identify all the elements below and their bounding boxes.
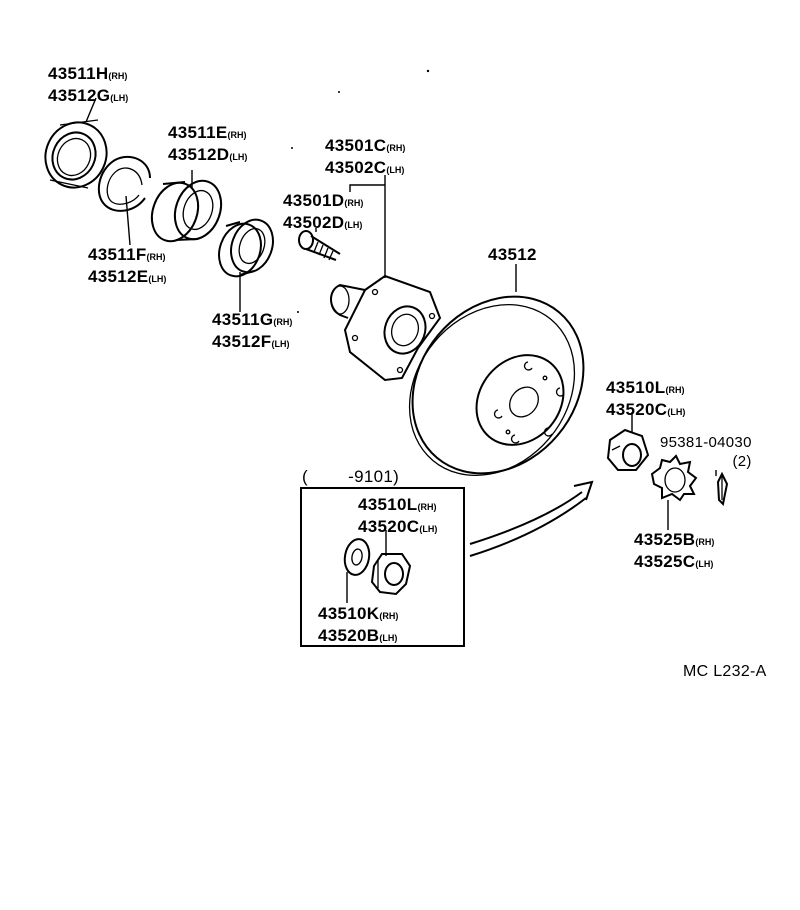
label-cotter-pin: 95381-04030 (2) [660,433,752,471]
part-number-rh: 43511F [88,245,147,264]
inset-box [300,487,465,647]
part-number-lh: 43525C [634,552,696,571]
hub-bolt [298,230,341,261]
lh-marker: (LH) [419,524,438,534]
label-nut-lock-cap: 43525B(RH) 43525C(LH) [634,530,714,574]
oil-seal [44,119,108,189]
outer-bearing [150,179,223,243]
label-axle-hub: 43501C(RH) 43502C(LH) [325,136,405,180]
inset-nut [370,553,412,596]
label-hub-bolt: 43501D(RH) 43502D(LH) [283,191,363,235]
inset-title: ( -9101) [302,467,400,486]
snap-ring [97,155,151,212]
lh-marker: (LH) [386,165,405,175]
lh-marker: (LH) [695,559,714,569]
part-number-rh: 43510K [318,604,380,623]
inner-bearing [218,218,274,278]
hub-nut [606,428,650,471]
label-snap-ring: 43511F(RH) 43512E(LH) [88,245,166,289]
label-hub-nut: 43510L(RH) 43520C(LH) [606,378,685,422]
part-number: 95381-04030 [660,434,752,451]
part-number-lh: 43520B [318,626,380,645]
rh-marker: (RH) [386,143,406,153]
lh-marker: (LH) [667,407,686,417]
rh-marker: (RH) [417,502,437,512]
part-number-lh: 43512F [212,332,272,351]
part-number-lh: 43502C [325,158,387,177]
label-inset-washer: 43510K(RH) 43520B(LH) [318,604,398,648]
part-number-rh: 43511H [48,64,109,83]
part-number-rh: 43501C [325,136,387,155]
rh-marker: (RH) [344,198,364,208]
lh-marker: (LH) [344,220,363,230]
part-number: 43512 [488,245,537,264]
part-number-lh: 43520C [606,400,668,419]
rh-marker: (RH) [273,317,293,327]
lh-marker: (LH) [271,339,290,349]
lh-marker: (LH) [110,93,129,103]
part-number-lh: 43512D [168,145,230,164]
part-number-lh: 43512E [88,267,149,286]
nut-lock-cap [650,454,698,502]
lh-marker: (LH) [229,152,248,162]
part-number-lh: 43520C [358,517,420,536]
part-number-rh: 43525B [634,530,696,549]
inset-washer [343,538,371,576]
lh-marker: (LH) [148,274,167,284]
part-number-rh: 43511E [168,123,228,142]
brake-disc [408,295,585,477]
label-outer-bearing: 43511E(RH) 43512D(LH) [168,123,247,167]
label-oil-seal: 43511H(RH) 43512G(LH) [48,64,128,108]
leader-lines [85,97,717,603]
rh-marker: (RH) [665,385,685,395]
rh-marker: (RH) [379,611,399,621]
label-brake-disc: 43512 [488,245,537,264]
part-number-lh: 43512G [48,86,111,105]
quantity: (2) [732,453,752,470]
label-inner-bearing: 43511G(RH) 43512F(LH) [212,310,292,354]
cotter-pin [716,471,729,507]
arrow-to-nut [469,480,594,557]
part-number-rh: 43501D [283,191,345,210]
lh-marker: (LH) [379,633,398,643]
axle-hub [330,274,442,382]
rh-marker: (RH) [227,130,247,140]
part-number-rh: 43511G [212,310,274,329]
rh-marker: (RH) [108,71,128,81]
part-number-lh: 43502D [283,213,345,232]
part-number-rh: 43510L [606,378,666,397]
rh-marker: (RH) [695,537,715,547]
part-number-rh: 43510L [358,495,418,514]
label-inset-nut: 43510L(RH) 43520C(LH) [358,495,437,539]
rh-marker: (RH) [146,252,166,262]
diagram-code: MC L232-A [683,663,767,680]
